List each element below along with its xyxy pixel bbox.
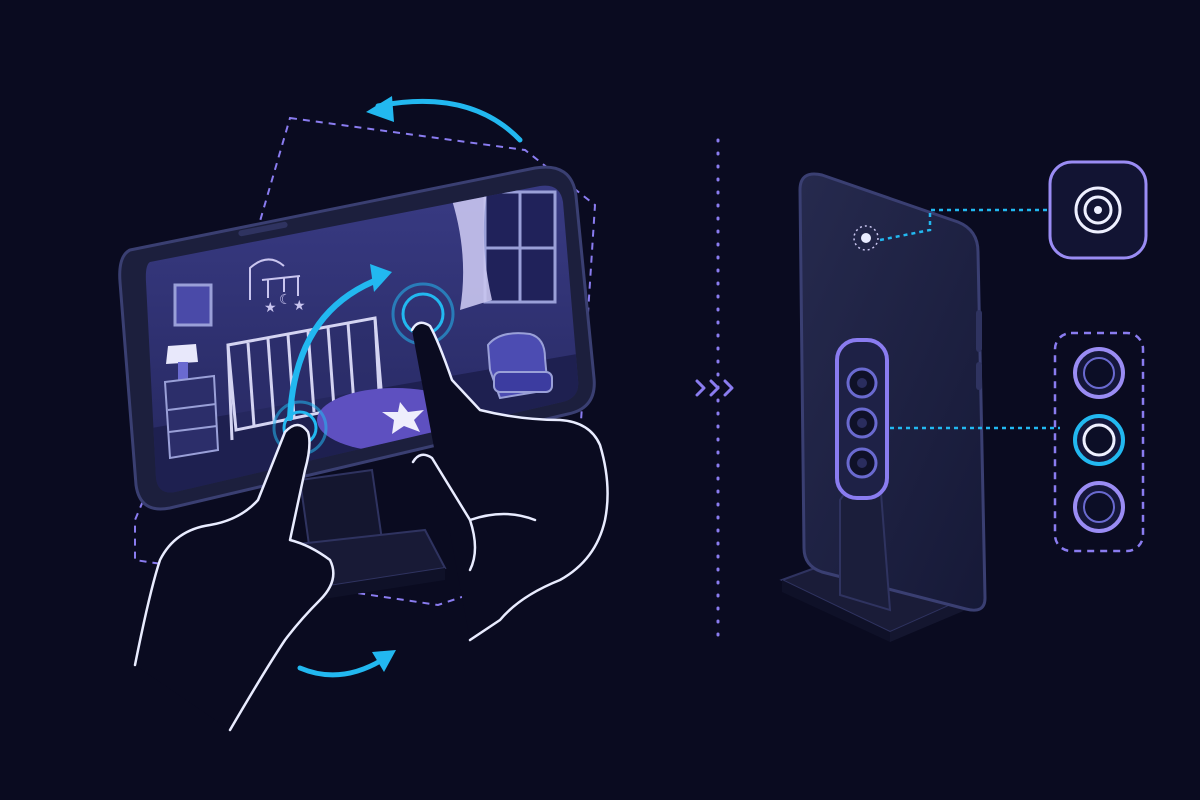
rear-camera-module: [835, 338, 889, 500]
left-hand: [133, 423, 335, 732]
rotate-arrow-bottom-head-icon: [372, 650, 396, 672]
rear-lens-icon: [846, 407, 878, 439]
crib-mobile-icon: [249, 258, 301, 300]
rotate-arrow-top: [375, 98, 523, 143]
lens-option-2-selected-icon: [1073, 414, 1125, 466]
star-pillow-icon: [382, 402, 424, 434]
lens-option-1-icon: [1073, 347, 1125, 399]
phone-portrait: [798, 172, 987, 612]
rear-lens-icon: [846, 447, 878, 479]
rear-camera-callout: [1053, 331, 1145, 553]
swipe-arrow-head-icon: [370, 264, 392, 292]
lamp-icon: [166, 344, 198, 380]
armchair-icon: [486, 332, 553, 400]
mobile-star-icon: ★: [264, 300, 277, 316]
front-camera-callout-icon: [1074, 186, 1122, 234]
swipe-gesture: [287, 264, 392, 421]
dresser: [163, 374, 220, 460]
mobile-moon-icon: ☾: [279, 292, 292, 308]
front-camera-icon: [853, 225, 879, 251]
rotate-arrow-top-head-icon: [366, 96, 394, 122]
window-icon: [483, 190, 557, 304]
phone-portrait-body: [798, 172, 987, 612]
mobile-star-icon: ★: [293, 298, 306, 314]
right-hand: [410, 321, 609, 642]
lens-option-3-icon: [1073, 481, 1125, 533]
triple-chevron-right-icon: [695, 379, 734, 397]
rotate-arrow-bottom: [297, 657, 385, 678]
curtain: [448, 186, 492, 310]
hands-illustration: [133, 321, 609, 732]
rear-lens-icon: [846, 367, 878, 399]
callout-leader-front: [879, 208, 1052, 242]
front-camera-callout: [1048, 160, 1148, 260]
wall-picture: [173, 283, 213, 327]
